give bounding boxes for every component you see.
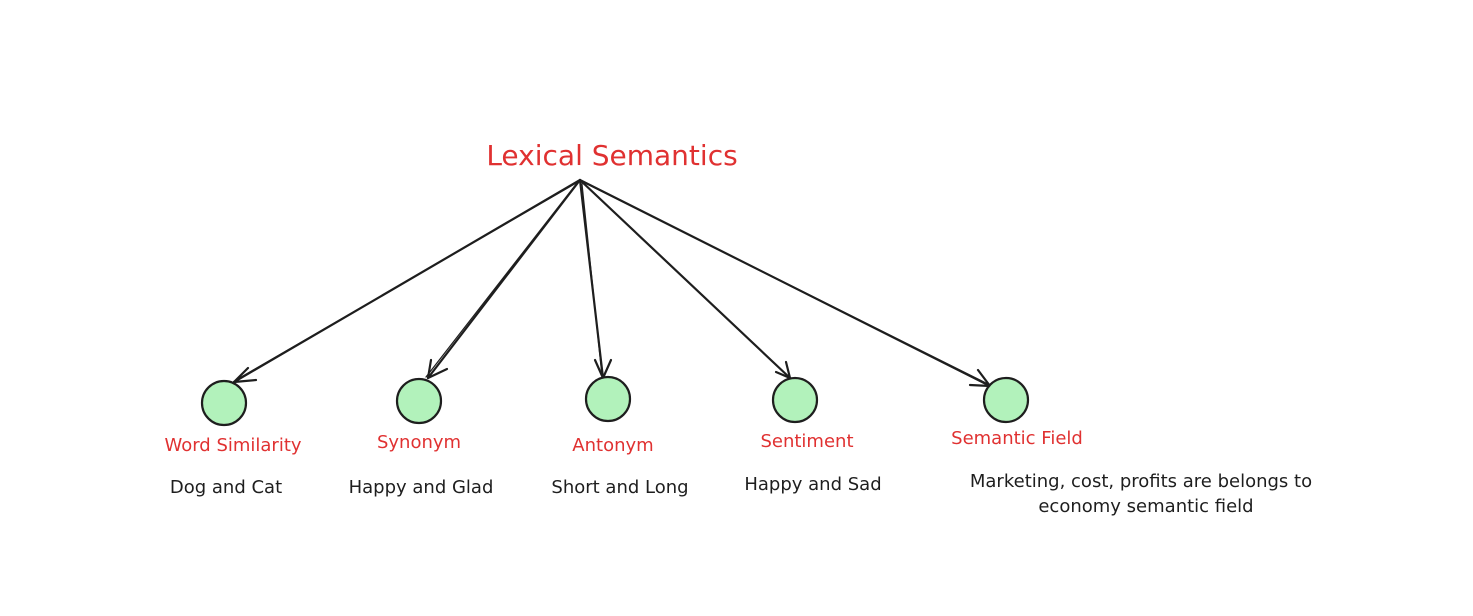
node-circle xyxy=(771,376,819,424)
node-example: Short and Long xyxy=(551,477,688,498)
node-semantic-field: Semantic Field Marketing, cost, profits … xyxy=(951,376,1312,517)
arrow-synonym xyxy=(425,178,582,380)
node-example: Happy and Sad xyxy=(744,474,881,495)
node-label: Word Similarity xyxy=(164,435,301,456)
arrow-sentiment xyxy=(578,178,792,380)
root-title: Lexical Semantics xyxy=(486,139,737,172)
node-example: Marketing, cost, profits are belongs to xyxy=(970,471,1312,492)
arrow-antonym xyxy=(578,178,613,380)
node-circle xyxy=(200,379,248,427)
node-label: Sentiment xyxy=(760,431,853,452)
node-sentiment: Sentiment Happy and Sad xyxy=(744,376,882,495)
node-circle xyxy=(584,375,632,423)
node-word-similarity: Word Similarity Dog and Cat xyxy=(164,379,302,498)
node-synonym: Synonym Happy and Glad xyxy=(349,377,494,498)
node-label: Synonym xyxy=(377,432,461,453)
arrow-semantic-field xyxy=(578,178,992,388)
node-example: Dog and Cat xyxy=(170,477,282,498)
node-example: Happy and Glad xyxy=(349,477,494,498)
node-label: Antonym xyxy=(572,435,653,456)
node-circle xyxy=(982,376,1030,424)
node-label: Semantic Field xyxy=(951,428,1083,449)
arrow-word-similarity xyxy=(232,178,582,384)
node-antonym: Antonym Short and Long xyxy=(551,375,689,498)
node-circle xyxy=(395,377,443,425)
arrows xyxy=(232,178,992,388)
node-example: economy semantic field xyxy=(1038,496,1253,517)
